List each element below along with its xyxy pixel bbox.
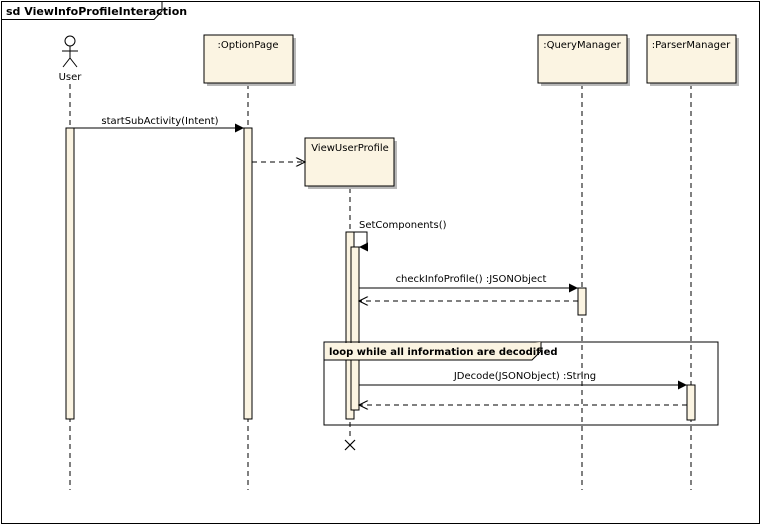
lifeline-viewuserprofile-head: ViewUserProfile (304, 137, 397, 189)
message-checkinfoprofile-label: checkInfoProfile() :JSONObject (396, 274, 547, 285)
lifeline-optionpage-label: :OptionPage (218, 40, 279, 51)
message-startsubactivity: startSubActivity(Intent) (74, 116, 244, 133)
loop-fragment-guard: loop while all information are decodifie… (329, 347, 558, 358)
lifeline-parsermanager-head: :ParserManager (646, 34, 739, 86)
activation-parsermanager (686, 384, 696, 421)
actor-head (64, 35, 76, 47)
actor-leg-right (69, 57, 78, 68)
lifeline-optionpage-head: :OptionPage (203, 34, 296, 86)
message-setcomponents-label: SetComponents() (359, 220, 447, 231)
lifeline-viewuserprofile-label: ViewUserProfile (311, 143, 389, 154)
activation-querymanager (577, 287, 587, 316)
message-setcomponents: SetComponents() (354, 220, 447, 252)
actor-user-label: User (59, 72, 83, 83)
lifeline-parsermanager-label: :ParserManager (652, 40, 731, 51)
actor-leg-left (62, 57, 71, 68)
lifeline-querymanager-head: :QueryManager (537, 34, 630, 86)
message-startsubactivity-label: startSubActivity(Intent) (101, 116, 218, 127)
message-jdecode: JDecode(JSONObject) :String (359, 371, 687, 390)
lifeline-querymanager-label: :QueryManager (543, 40, 621, 51)
frame-title: sd ViewInfoProfileInteraction (6, 5, 187, 18)
message-jdecode-label: JDecode(JSONObject) :String (453, 371, 596, 382)
destroy-marker (344, 439, 356, 451)
loop-fragment: loop while all information are decodifie… (323, 341, 719, 426)
activation-user (65, 127, 75, 420)
activation-optionpage (243, 127, 253, 420)
activation-viewuserprofile-nested (350, 246, 360, 411)
message-checkinfoprofile: checkInfoProfile() :JSONObject (359, 274, 578, 293)
lifeline-user (62, 35, 78, 68)
